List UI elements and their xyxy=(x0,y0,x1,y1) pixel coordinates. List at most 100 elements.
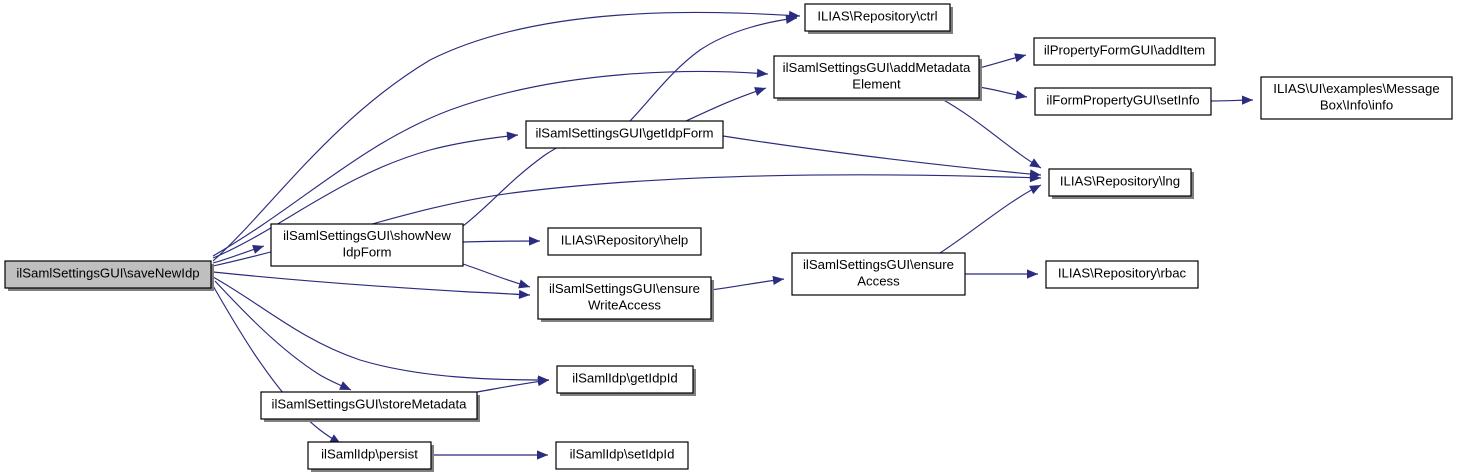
nodes-layer: ilSamlSettingsGUI\saveNewIdp ilSamlSettin… xyxy=(4,3,1453,472)
node-label: ilSamlSettingsGUI\storeMetadata xyxy=(272,397,468,412)
call-edge-getIdpForm-to-addMetadataElement xyxy=(685,87,767,122)
edge-line xyxy=(212,276,550,381)
graph-node-addItem[interactable]: ilPropertyFormGUI\addItem xyxy=(1033,37,1216,66)
node-box[interactable] xyxy=(537,276,712,320)
edge-arrowhead xyxy=(1241,95,1253,105)
node-box[interactable] xyxy=(307,441,432,470)
edge-line xyxy=(710,278,785,291)
edge-line xyxy=(212,271,531,296)
graph-node-persist[interactable]: ilSamlIdp\persist xyxy=(307,441,434,472)
edge-line xyxy=(212,134,519,259)
call-edge-ensureAccess-to-rbac xyxy=(964,269,1038,279)
node-label: ILIAS\Repository\ctrl xyxy=(817,9,937,24)
graph-node-help[interactable]: ILIAS\Repository\help xyxy=(547,227,702,256)
node-box[interactable] xyxy=(260,391,478,420)
node-label: ILIAS\Repository\rbac xyxy=(1058,266,1187,281)
edge-line xyxy=(462,139,573,227)
edge-arrowhead xyxy=(528,236,540,246)
node-label: ilSamlIdp\persist xyxy=(321,447,418,462)
edge-line xyxy=(629,17,798,122)
node-label: ilPropertyFormGUI\addItem xyxy=(1044,43,1205,58)
edge-arrowhead xyxy=(1027,269,1038,279)
call-edge-saveNewIdp-to-showNewIdpForm xyxy=(212,245,265,264)
node-box[interactable] xyxy=(1033,37,1216,66)
edges-layer xyxy=(211,10,1254,460)
node-box[interactable] xyxy=(270,223,464,267)
node-label: ilFormPropertyGUI\setInfo xyxy=(1046,93,1199,108)
edge-arrowhead xyxy=(537,376,549,387)
node-label: ILIAS\Repository\lng xyxy=(1060,174,1180,189)
edge-line xyxy=(214,280,352,391)
call-edge-storeMetadata-to-getIdpId xyxy=(476,376,550,393)
node-label: ilSamlSettingsGUI\getIdpForm xyxy=(535,126,713,141)
call-edge-persist-to-setIdpId xyxy=(430,450,548,460)
call-edge-getIdpForm-to-ctrl xyxy=(629,14,798,122)
call-edge-addMetadataElement-to-lng xyxy=(939,97,1042,169)
call-edge-saveNewIdp-to-storeMetadata xyxy=(214,280,352,391)
edge-arrowhead xyxy=(339,381,351,390)
edge-line xyxy=(939,97,1042,169)
node-box[interactable] xyxy=(1045,260,1199,289)
edge-line xyxy=(685,87,767,122)
call-edge-showNewIdpForm-to-getIdpForm xyxy=(462,139,573,227)
edge-arrowhead xyxy=(1029,169,1041,179)
node-box[interactable] xyxy=(555,441,689,470)
edge-arrowhead xyxy=(756,68,768,78)
node-box[interactable] xyxy=(547,227,702,256)
node-box[interactable] xyxy=(773,55,980,99)
node-label: ilSamlSettingsGUI\saveNewIdp xyxy=(16,266,199,281)
node-label: ilSamlIdp\setIdpId xyxy=(570,447,675,462)
call-edge-getIdpForm-to-lng xyxy=(722,135,1042,179)
node-box[interactable] xyxy=(4,260,212,289)
call-edge-addMetadataElement-to-addItem xyxy=(978,53,1027,69)
edge-arrowhead xyxy=(1029,185,1041,195)
node-box[interactable] xyxy=(556,365,694,394)
edge-line xyxy=(462,240,541,243)
edge-arrowhead xyxy=(506,131,518,141)
node-box[interactable] xyxy=(804,3,951,32)
edge-arrowhead xyxy=(518,279,530,289)
edge-line xyxy=(722,135,1042,176)
node-box[interactable] xyxy=(1048,168,1192,197)
graph-node-lng[interactable]: ILIAS\Repository\lng xyxy=(1048,168,1194,199)
graph-node-getIdpId[interactable]: ilSamlIdp\getIdpId xyxy=(556,365,696,396)
node-box[interactable] xyxy=(525,120,724,149)
graph-node-saveNewIdp[interactable]: ilSamlSettingsGUI\saveNewIdp xyxy=(4,260,214,291)
edge-arrowhead xyxy=(754,87,766,96)
call-edge-saveNewIdp-to-ensureWriteAccess xyxy=(212,271,531,300)
call-edge-ensureAccess-to-lng xyxy=(939,184,1042,254)
node-box[interactable] xyxy=(791,252,966,296)
edge-line xyxy=(939,184,1042,254)
call-edge-saveNewIdp-to-addMetadataElement xyxy=(212,68,769,257)
node-box[interactable] xyxy=(1260,76,1453,120)
edge-arrowhead xyxy=(1015,90,1027,100)
node-label: ilSamlIdp\getIdpId xyxy=(572,371,678,386)
call-edge-ensureWriteAccess-to-ensureAccess xyxy=(710,275,785,291)
graph-node-rbac[interactable]: ILIAS\Repository\rbac xyxy=(1045,260,1199,289)
graph-node-setInfo[interactable]: ilFormPropertyGUI\setInfo xyxy=(1034,87,1212,116)
edge-arrowhead xyxy=(1014,53,1026,63)
graph-node-storeMetadata[interactable]: ilSamlSettingsGUI\storeMetadata xyxy=(260,391,480,422)
node-box[interactable] xyxy=(1034,87,1212,116)
call-edge-setInfo-to-messageBoxInfo xyxy=(1210,95,1254,105)
graph-node-ctrl[interactable]: ILIAS\Repository\ctrl xyxy=(804,3,953,34)
call-edge-showNewIdpForm-to-help xyxy=(462,236,541,246)
edge-line xyxy=(212,70,769,257)
edge-arrowhead xyxy=(252,245,264,254)
graph-node-getIdpForm[interactable]: ilSamlSettingsGUI\getIdpForm xyxy=(525,120,724,149)
edge-arrowhead xyxy=(772,275,784,285)
graph-node-setIdpId[interactable]: ilSamlIdp\setIdpId xyxy=(555,441,689,470)
call-edge-saveNewIdp-to-getIdpForm xyxy=(212,131,519,259)
